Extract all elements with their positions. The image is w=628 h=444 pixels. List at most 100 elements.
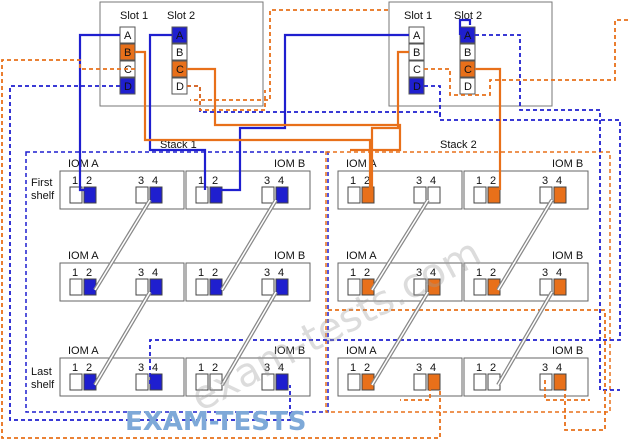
c1-s2-port-a: A (176, 30, 184, 42)
shelf-link-cable-highlight (221, 199, 277, 291)
controller-1-slot1-label: Slot 1 (120, 10, 148, 22)
orange-solid-cables (135, 50, 502, 190)
port-number: 3 (138, 267, 144, 279)
sas-port (149, 186, 163, 204)
port-number: 3 (264, 362, 270, 374)
cable-stack2-last-stub (544, 380, 590, 401)
cable-c2s2a-stub (458, 18, 472, 35)
port-number: 2 (86, 267, 92, 279)
c2-s2-port-a: A (464, 30, 472, 42)
shelf-link-cable-highlight (94, 199, 151, 291)
c2-s1-port-d: D (413, 81, 421, 93)
sas-port (209, 278, 223, 296)
cable-c2s2c-to-stack2-iomB (475, 67, 502, 190)
c2-s1-port-c: C (413, 64, 421, 76)
first-shelf-line1: First (31, 177, 52, 189)
sas-port (427, 186, 441, 204)
iom-b-label: IOM B (274, 250, 305, 262)
sas-port (209, 186, 223, 204)
c1-s1-port-d: D (124, 81, 132, 93)
sas-port (195, 186, 209, 204)
port-number: 4 (430, 175, 436, 187)
daisy-chain-cables (93, 198, 554, 387)
sas-port (427, 373, 441, 391)
c2-s2-port-c: C (464, 64, 472, 76)
controller-1: Slot 1 Slot 2 A B C D A B C D (99, 1, 264, 107)
cable-c2-loop-last-iomA (149, 85, 621, 385)
sas-port (275, 186, 289, 204)
shelf-link-cable-highlight (371, 291, 429, 386)
c2-s1-port-a: A (413, 30, 421, 42)
c1-s2-port-c: C (176, 64, 184, 76)
orange-dashed-cables (1, 9, 628, 439)
port-number: 4 (430, 362, 436, 374)
port-number: 3 (542, 175, 548, 187)
port-number: 4 (152, 267, 158, 279)
port-number: 4 (152, 175, 158, 187)
sas-port (261, 373, 275, 391)
last-shelf-line1: Last (31, 366, 52, 378)
port-number: 1 (476, 175, 482, 187)
port-number: 2 (364, 267, 370, 279)
sas-port (195, 373, 209, 391)
blue-solid-cables (78, 18, 472, 192)
sas-port (275, 278, 289, 296)
iom-a-label: IOM A (346, 345, 377, 357)
sas-port (347, 186, 361, 204)
port-number: 4 (556, 175, 562, 187)
c2-s2-port-d: D (464, 81, 472, 93)
sas-port (487, 186, 501, 204)
cable-c1s2d-stub (187, 85, 266, 111)
cable-top-link (190, 9, 388, 101)
controller-2-slot1-label: Slot 1 (404, 10, 432, 22)
port-number: 1 (476, 362, 482, 374)
sas-port (135, 373, 149, 391)
sas-port (69, 278, 83, 296)
sas-port (473, 186, 487, 204)
cable-c2s1c-right (424, 19, 628, 96)
iom-b-label: IOM B (552, 345, 583, 357)
c1-s1-port-a: A (124, 30, 132, 42)
port-number: 1 (72, 267, 78, 279)
port-number: 4 (152, 362, 158, 374)
iom-b-label: IOM B (274, 158, 305, 170)
c1-s1-port-b: B (124, 47, 131, 59)
iom-a-label: IOM A (68, 345, 99, 357)
port-number: 1 (198, 362, 204, 374)
port-number: 1 (350, 362, 356, 374)
cable-c1s1d-to-last-iomB (9, 85, 291, 421)
sas-port (149, 278, 163, 296)
port-number: 1 (198, 267, 204, 279)
sas-port (413, 278, 427, 296)
cable-c1s1b-to-stack2-iomA (135, 50, 372, 190)
port-number: 2 (212, 267, 218, 279)
port-number: 4 (430, 267, 436, 279)
sas-port (539, 186, 553, 204)
sas-port (553, 186, 567, 204)
sas-port (261, 278, 275, 296)
shelf-link-cable-highlight (371, 199, 429, 291)
port-number: 4 (278, 175, 284, 187)
port-number: 3 (138, 175, 144, 187)
sas-port (195, 278, 209, 296)
sas-port (83, 373, 97, 391)
stack-2-border (325, 151, 611, 413)
port-number: 1 (72, 175, 78, 187)
port-number: 2 (490, 362, 496, 374)
sas-port (553, 278, 567, 296)
controller-2: Slot 1 Slot 2 A B C D A B C D (388, 1, 553, 107)
sas-port (473, 278, 487, 296)
port-number: 2 (490, 267, 496, 279)
shelf-link-cable-highlight (497, 291, 553, 386)
stack-1-label: Stack 1 (160, 139, 197, 151)
iom-b-label: IOM B (552, 250, 583, 262)
port-number: 3 (416, 175, 422, 187)
sas-port (427, 278, 441, 296)
port-number: 3 (542, 267, 548, 279)
cable-c1s1a-to-stack1-iomA (78, 33, 120, 192)
sas-port (135, 186, 149, 204)
port-number: 2 (364, 362, 370, 374)
